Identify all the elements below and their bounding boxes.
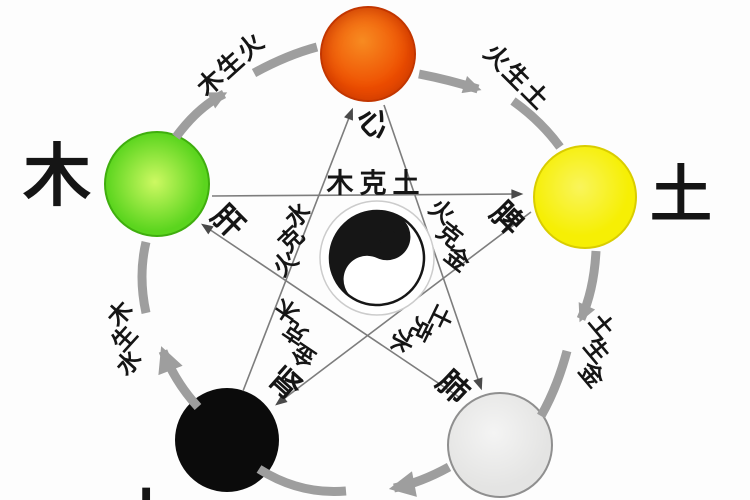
generating-cycle-arrows — [137, 42, 601, 497]
element-circle-earth — [533, 145, 637, 249]
arrow-metal-generates-water-tail — [256, 465, 347, 496]
element-circle-metal — [447, 392, 553, 498]
big-label-earth: 土 — [649, 158, 713, 231]
arrow-water-generates-wood-tail — [137, 240, 151, 314]
overcoming-label-wood-earth: 木克土 — [326, 168, 426, 200]
arrow-earth-generates-metal-tail — [537, 349, 572, 419]
yin-yang-icon — [319, 200, 435, 316]
big-label-wood: 木 — [22, 137, 92, 217]
arrow-metal-overcomes-wood — [201, 223, 460, 398]
arrow-wood-generates-fire-tail — [251, 42, 319, 77]
arrow-metal-generates-water — [388, 463, 452, 497]
arrow-wood-overcomes-earth — [211, 189, 524, 199]
arrow-wood-generates-fire — [172, 89, 228, 140]
arrow-fire-generates-earth-tail — [510, 97, 564, 150]
arrow-earth-generates-metal — [576, 250, 601, 323]
arrow-water-overcomes-fire — [242, 107, 354, 392]
element-circle-fire — [320, 6, 416, 102]
element-circle-wood — [104, 131, 210, 237]
arrow-water-generates-wood — [158, 346, 202, 411]
big-label-water: 水 — [111, 468, 181, 500]
arrow-fire-generates-earth — [418, 69, 482, 94]
